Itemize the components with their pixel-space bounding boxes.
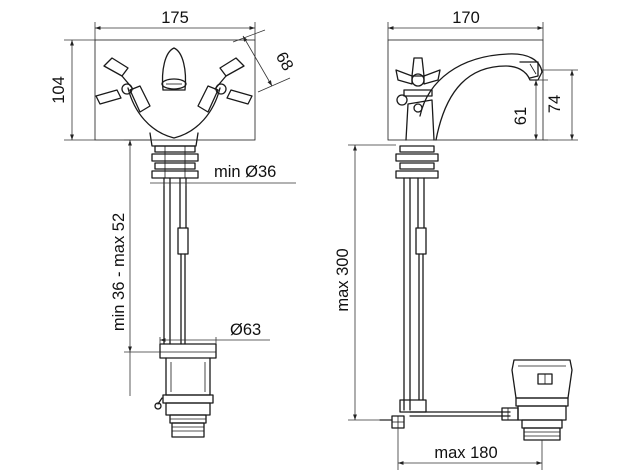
dim-front-width: 175 (161, 9, 189, 27)
dim-front-diag: 68 (272, 49, 297, 74)
dim-flange-dia: Ø63 (230, 321, 261, 339)
front-waste-body (165, 357, 211, 396)
dim-spout-61: 61 (512, 107, 530, 125)
front-spout (161, 47, 187, 91)
front-aerator (161, 78, 187, 90)
front-left-handle (95, 57, 151, 113)
side-view: 170 61 74 max 300 max 180 (334, 9, 578, 470)
front-base (149, 132, 199, 147)
side-outline (387, 39, 544, 141)
dim-spout-74: 74 (546, 95, 564, 113)
side-spout (419, 53, 543, 141)
side-body (405, 99, 435, 141)
front-view: 175 104 68 min Ø36 min 36 - max 52 Ø63 (50, 9, 297, 438)
dim-thickness: min 36 - max 52 (110, 213, 128, 331)
front-body (127, 87, 221, 139)
dim-side-width: 170 (452, 9, 480, 27)
front-outline (94, 39, 256, 141)
dim-front-height: 104 (50, 76, 68, 104)
dim-min-dia: min Ø36 (214, 163, 276, 181)
dim-max-length: max 300 (334, 248, 352, 311)
front-flange (159, 343, 217, 359)
side-handle (395, 57, 441, 113)
dim-max-reach: max 180 (434, 444, 497, 462)
front-right-handle (197, 57, 253, 113)
